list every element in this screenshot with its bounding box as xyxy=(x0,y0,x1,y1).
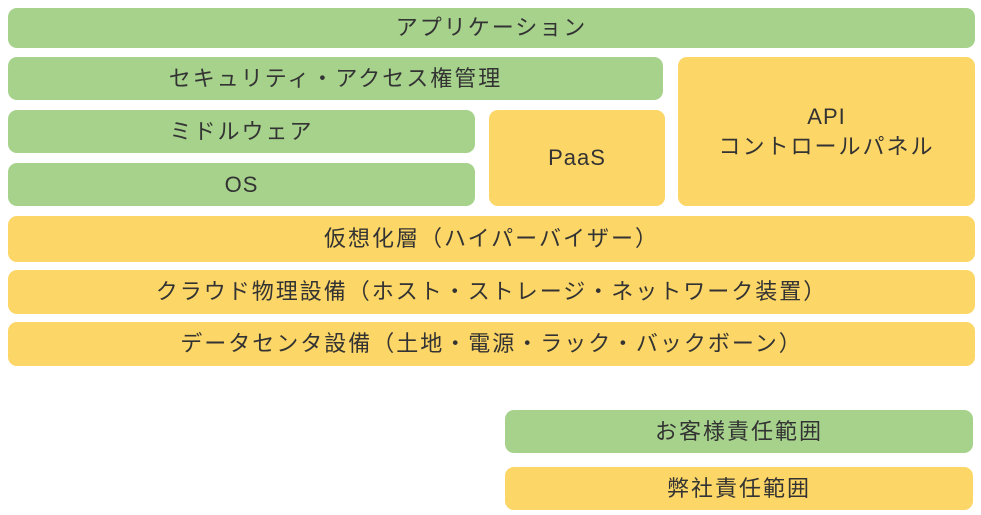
layer-datacenter-facility-label: データセンタ設備（土地・電源・ラック・バックボーン） xyxy=(180,331,803,357)
layer-paas-label: PaaS xyxy=(548,145,606,171)
layer-physical-facility-label: クラウド物理設備（ホスト・ストレージ・ネットワーク装置） xyxy=(155,279,828,305)
layer-physical-facility: クラウド物理設備（ホスト・ストレージ・ネットワーク装置） xyxy=(8,270,975,314)
layer-virtualization-label: 仮想化層（ハイパーバイザー） xyxy=(324,226,659,252)
legend-provider-label: 弊社責任範囲 xyxy=(666,475,811,501)
legend-provider-responsibility: 弊社責任範囲 xyxy=(505,467,973,510)
layer-application: アプリケーション xyxy=(8,8,975,48)
layer-paas: PaaS xyxy=(489,110,665,206)
layer-virtualization: 仮想化層（ハイパーバイザー） xyxy=(8,216,975,262)
layer-datacenter-facility: データセンタ設備（土地・電源・ラック・バックボーン） xyxy=(8,322,975,366)
layer-os: OS xyxy=(8,163,475,206)
layer-middleware-label: ミドルウェア xyxy=(169,118,314,144)
layer-api-label-line1: API xyxy=(807,103,846,129)
layer-os-label: OS xyxy=(224,171,259,197)
legend-customer-responsibility: お客様責任範囲 xyxy=(505,410,973,453)
layer-api-label-line2: コントロールパネル xyxy=(718,133,935,159)
layer-security-access-management: セキュリティ・アクセス権管理 xyxy=(8,57,663,100)
layer-security-label: セキュリティ・アクセス権管理 xyxy=(168,65,503,91)
layer-api-control-panel: API コントロールパネル xyxy=(678,57,975,206)
legend-customer-label: お客様責任範囲 xyxy=(654,418,823,444)
layer-application-label: アプリケーション xyxy=(395,15,588,41)
layer-middleware: ミドルウェア xyxy=(8,110,475,153)
